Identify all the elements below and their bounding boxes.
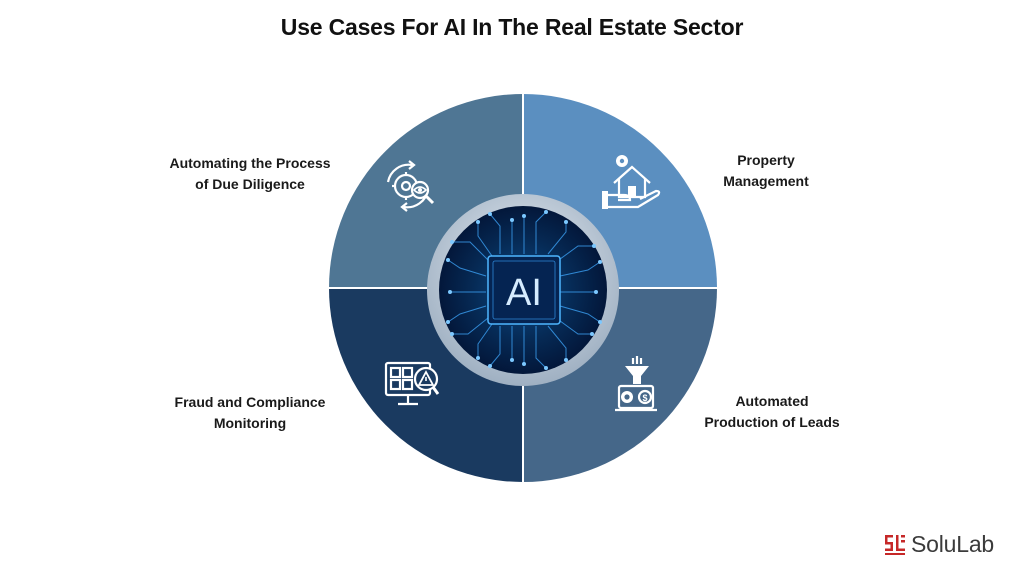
- svg-text:$: $: [642, 393, 647, 403]
- ai-chip-label: AI: [506, 272, 542, 314]
- house-in-hand-icon: [602, 155, 661, 209]
- label-fraud-compliance: Fraud and Compliance Monitoring: [150, 392, 350, 434]
- label-line: Property: [737, 152, 795, 168]
- label-line: Automating the Process: [169, 155, 331, 171]
- gear-eye-search-icon: [386, 160, 435, 212]
- brand-name: SoluLab: [911, 531, 995, 557]
- label-lead-production: Automated Production of Leads: [672, 391, 872, 433]
- label-line: Production of Leads: [704, 414, 840, 430]
- label-line: Automated: [735, 393, 809, 409]
- ai-chip-inner: [492, 260, 556, 320]
- brand-logo: SoluLab: [884, 531, 994, 558]
- monitor-warning-icon: [384, 361, 440, 406]
- circuit-traces: [447, 211, 601, 369]
- funnel-laptop-icon: $: [615, 356, 657, 412]
- solulab-mark-icon: [885, 534, 905, 555]
- page-title: Use Cases For AI In The Real Estate Sect…: [280, 14, 744, 40]
- label-due-diligence: Automating the Process of Due Diligence: [150, 153, 350, 195]
- label-line: Fraud and Compliance: [174, 394, 326, 410]
- label-line: of Due Diligence: [195, 176, 305, 192]
- label-line: Monitoring: [213, 415, 287, 431]
- label-property-management: Property Management: [666, 150, 866, 192]
- ai-chip: [487, 255, 561, 325]
- label-line: Management: [723, 173, 809, 189]
- circuit-nodes: [446, 210, 602, 370]
